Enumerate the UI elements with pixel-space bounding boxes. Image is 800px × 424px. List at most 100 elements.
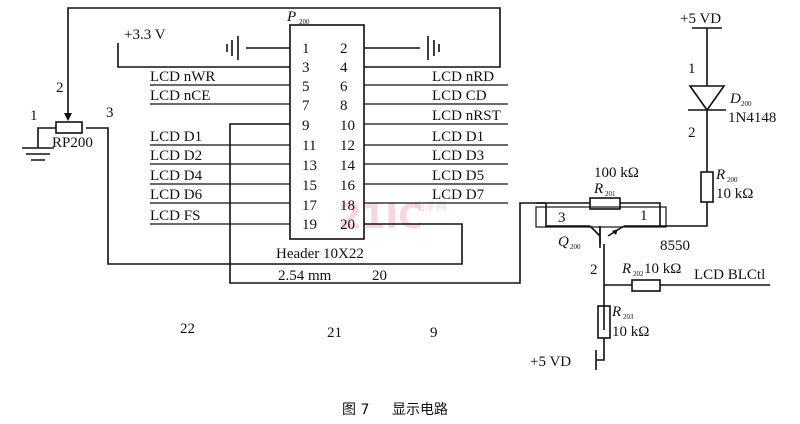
supply-3v3: +3.3 V (124, 27, 166, 43)
ground-symbol-pin1 (226, 36, 239, 60)
pin-13: 13 (302, 158, 317, 174)
potentiometer-rp200: 1 2 3 RP200 (22, 80, 114, 161)
resistor-r201: 100 kΩ R 201 (536, 165, 661, 226)
diode-ref: D (729, 91, 741, 107)
supply-5v-top: +5 VD (680, 11, 721, 27)
wires-left-upper (150, 84, 290, 105)
pin-12: 12 (340, 138, 355, 154)
r200-value: 10 kΩ (716, 186, 753, 202)
signal-right-1: LCD CD (432, 88, 487, 104)
signal-right-6: LCD D7 (432, 187, 485, 203)
wire-pin20-to-pot (86, 127, 463, 265)
header-body (289, 24, 365, 240)
diode-part: 1N4148 (728, 110, 776, 126)
r203-ref: R (611, 304, 621, 320)
signal-right-3: LCD D1 (432, 129, 484, 145)
pin-17: 17 (302, 198, 318, 214)
r202-value: 10 kΩ (644, 261, 681, 277)
diode-pin2: 2 (688, 125, 696, 141)
r203-value: 10 kΩ (612, 324, 649, 340)
figure-title: 显示电路 (392, 402, 448, 418)
diode-ref-sub: 200 (741, 100, 752, 108)
wire-pin9-to-q200 (229, 123, 546, 284)
signal-right-4: LCD D3 (432, 148, 484, 164)
resistor-r203: R 203 10 kΩ +5 VD (530, 304, 649, 370)
figure-number: 图 7 (342, 402, 369, 418)
r201-ref-sub: 201 (605, 190, 616, 198)
wire-r200-to-q200 (660, 202, 708, 227)
pin-2: 2 (340, 41, 348, 57)
diode-pin1: 1 (688, 61, 696, 77)
signal-left-3: LCD D2 (150, 148, 202, 164)
header-name: Header 10X22 (276, 246, 364, 262)
signal-left-2: LCD D1 (150, 129, 202, 145)
signal-right-5: LCD D5 (432, 168, 484, 184)
header-ref: P (286, 9, 296, 25)
pin-9: 9 (302, 118, 310, 134)
pot-pin2: 2 (56, 80, 64, 96)
r201-ref: R (593, 181, 603, 197)
r202-ref-sub: 202 (633, 270, 644, 278)
wire-5v-to-diode (692, 27, 722, 86)
r201-value: 100 kΩ (594, 165, 639, 181)
resistor-r200: R 200 10 kΩ (660, 167, 753, 227)
watermark: 21IC 电子网 (338, 197, 447, 237)
watermark-main: 21IC (338, 197, 423, 237)
header-pitch-pin: 20 (372, 268, 387, 284)
pot-pin1: 1 (30, 108, 38, 124)
q200-pin-b: 2 (590, 262, 598, 278)
header-pitch: 2.54 mm (278, 268, 332, 284)
q200-ref: Q (558, 234, 569, 250)
q200-part: 8550 (660, 238, 690, 254)
backlight-label: LCD BLCtl (694, 267, 765, 283)
pin-8: 8 (340, 98, 348, 114)
pin-20: 20 (340, 217, 355, 233)
pot-pin3: 3 (106, 105, 114, 121)
q200-ref-sub: 200 (570, 243, 581, 251)
pin-1: 1 (302, 41, 310, 57)
diode-d200: 1 2 D 200 1N4148 (688, 61, 776, 172)
ground-symbol-pin2 (427, 36, 440, 60)
pin-19: 19 (302, 217, 317, 233)
pot-name: RP200 (52, 135, 93, 151)
signal-left-0: LCD nWR (150, 69, 215, 85)
signal-labels-left: LCD nWR LCD nCE LCD D1 LCD D2 LCD D4 LCD D6 LC… (150, 69, 215, 224)
resistor-r202: R 202 10 kΩ LCD BLCtl (604, 261, 770, 292)
wire-pin4-to-pot (67, 7, 501, 118)
pin-18: 18 (340, 198, 355, 214)
wires-left-lower (150, 144, 290, 225)
supply-5v-bottom: +5 VD (530, 354, 571, 370)
pot-wiper-arrow (64, 113, 72, 121)
pin-7: 7 (302, 98, 310, 114)
r200-ref-sub: 200 (727, 176, 738, 184)
pin-6: 6 (340, 79, 348, 95)
stray-number-3: 9 (430, 325, 438, 341)
pin-4: 4 (340, 60, 348, 76)
signal-left-5: LCD D6 (150, 187, 203, 203)
pin-10: 10 (340, 118, 355, 134)
header-ref-sub: 200 (299, 18, 310, 26)
pin-5: 5 (302, 79, 310, 95)
signal-right-2: LCD nRST (432, 108, 501, 124)
r203-ref-sub: 203 (623, 313, 634, 321)
header-pins-right: 2 4 6 8 10 12 14 16 18 20 (340, 41, 356, 233)
wires-right (364, 84, 508, 204)
pin-14: 14 (340, 158, 356, 174)
wire-3v3-to-pin3 (117, 43, 290, 68)
r202-ref: R (621, 261, 631, 277)
pin-15: 15 (302, 178, 317, 194)
signal-left-1: LCD nCE (150, 88, 210, 104)
pin-16: 16 (340, 178, 356, 194)
stray-number-2: 21 (327, 325, 342, 341)
pin-3: 3 (302, 60, 310, 76)
q200-pin-c: 3 (558, 210, 566, 226)
signal-left-6: LCD FS (150, 208, 200, 224)
signal-left-4: LCD D4 (150, 168, 203, 184)
pin-11: 11 (302, 138, 316, 154)
q200-pin-e: 1 (640, 208, 648, 224)
pot-ground (22, 127, 56, 161)
